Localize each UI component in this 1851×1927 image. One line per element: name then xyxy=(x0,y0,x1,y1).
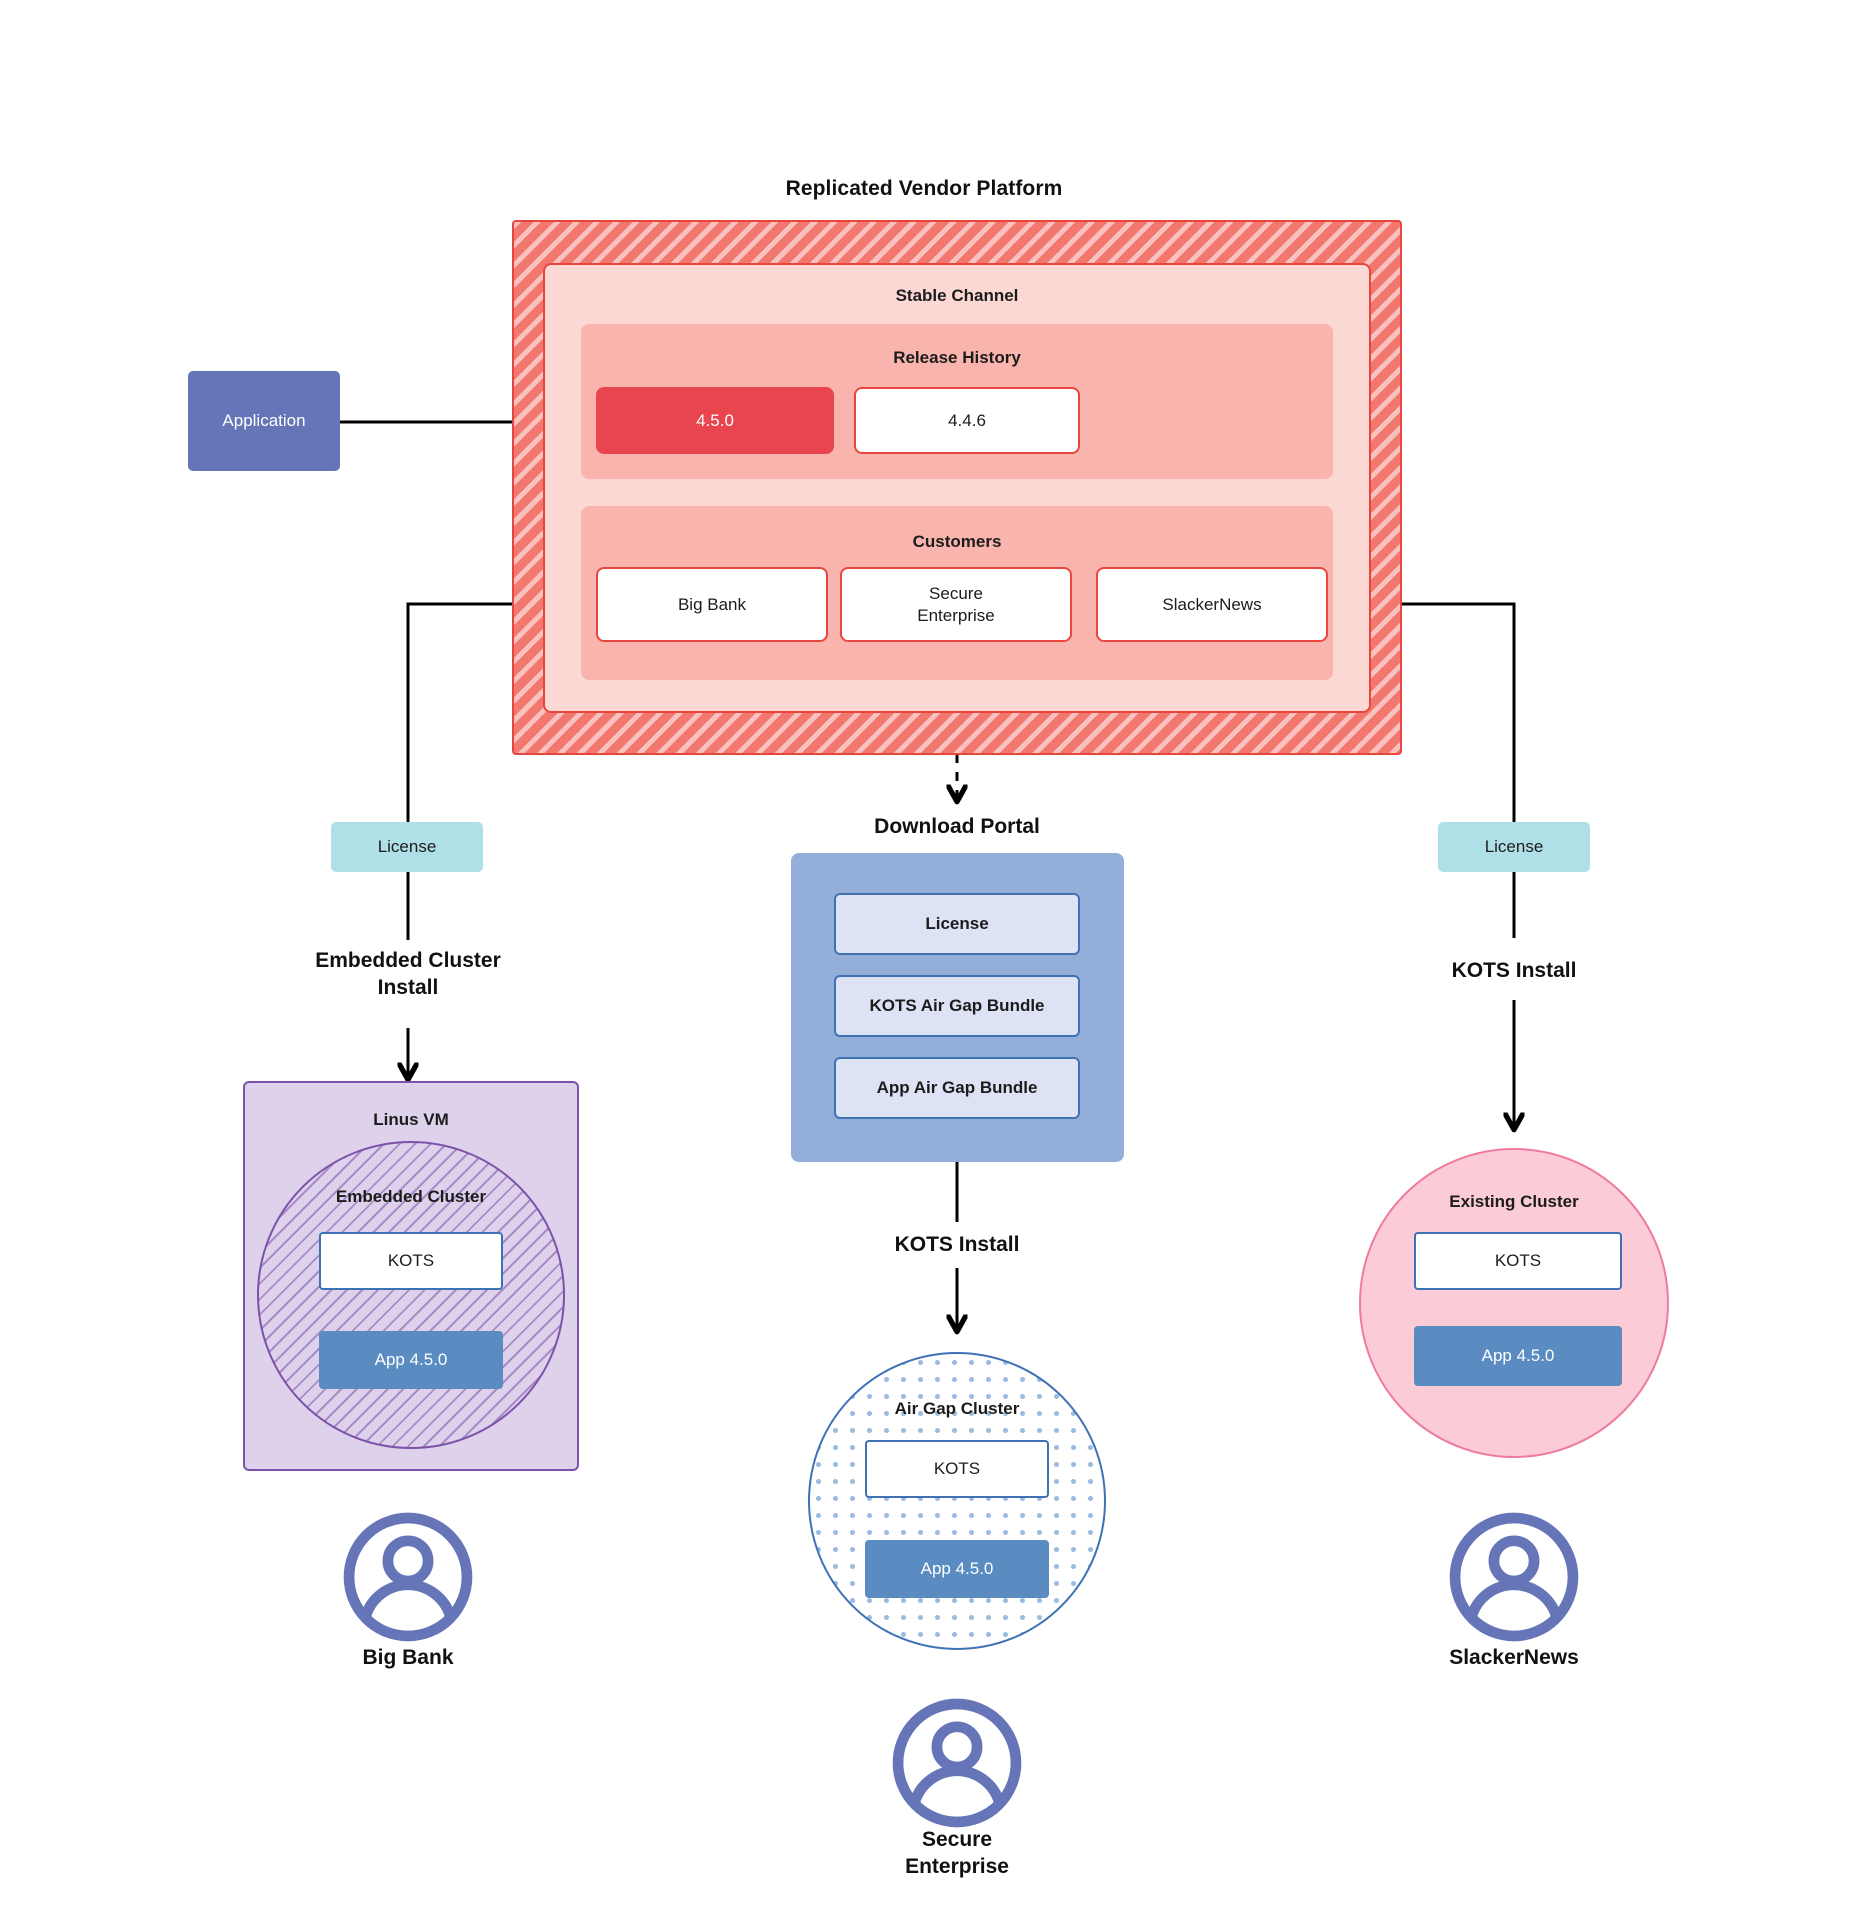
persona-avatar-secure-enterprise xyxy=(890,1696,1024,1830)
customer-card-big-bank[interactable]: Big Bank xyxy=(596,567,828,642)
user-avatar-icon xyxy=(343,1512,473,1642)
portal-item-label: KOTS Air Gap Bundle xyxy=(869,996,1045,1016)
app-version-label: App 4.5.0 xyxy=(374,1350,448,1370)
existing-cluster-label: Existing Cluster xyxy=(1449,1192,1579,1212)
kots-box-center[interactable]: KOTS xyxy=(865,1440,1049,1498)
download-portal-title: Download Portal xyxy=(874,814,1040,838)
portal-item-label: License xyxy=(925,914,989,934)
air-gap-cluster-circle xyxy=(808,1352,1106,1650)
application-node[interactable]: Application xyxy=(188,371,340,471)
app-version-label: App 4.5.0 xyxy=(920,1559,994,1579)
customer-card-secure-enterprise[interactable]: Secure Enterprise xyxy=(840,567,1072,642)
release-history-label: Release History xyxy=(893,348,1021,368)
persona-label-secure-enterprise: Secure Enterprise xyxy=(905,1828,1009,1879)
customer-name: Big Bank xyxy=(677,594,747,614)
embedded-cluster-circle xyxy=(257,1141,565,1449)
app-version-box-left[interactable]: App 4.5.0 xyxy=(319,1331,503,1389)
page-title: Replicated Vendor Platform xyxy=(785,176,1063,200)
release-version: 4.5.0 xyxy=(696,410,734,430)
app-version-label: App 4.5.0 xyxy=(1481,1346,1555,1366)
persona-label-big-bank: Big Bank xyxy=(362,1646,454,1670)
license-label: License xyxy=(377,837,437,857)
portal-item-kots-air-gap-bundle[interactable]: KOTS Air Gap Bundle xyxy=(834,975,1080,1037)
application-label: Application xyxy=(222,411,306,431)
embedded-cluster-label: Embedded Cluster xyxy=(335,1187,487,1207)
kots-box-left[interactable]: KOTS xyxy=(319,1232,503,1290)
customer-name: Secure Enterprise xyxy=(917,584,995,625)
user-avatar-icon xyxy=(892,1698,1022,1828)
stable-channel-label: Stable Channel xyxy=(895,286,1019,306)
kots-box-right[interactable]: KOTS xyxy=(1414,1232,1622,1290)
app-version-box-right[interactable]: App 4.5.0 xyxy=(1414,1326,1622,1386)
persona-avatar-slackernews xyxy=(1447,1510,1581,1644)
portal-item-license[interactable]: License xyxy=(834,893,1080,955)
existing-cluster-circle xyxy=(1359,1148,1669,1458)
air-gap-cluster-label: Air Gap Cluster xyxy=(894,1399,1020,1419)
customer-name: SlackerNews xyxy=(1162,594,1262,614)
kots-label: KOTS xyxy=(933,1459,981,1479)
portal-item-label: App Air Gap Bundle xyxy=(876,1078,1038,1098)
license-label: License xyxy=(1484,837,1544,857)
kots-install-label-right: KOTS Install xyxy=(1451,958,1577,982)
kots-label: KOTS xyxy=(387,1251,435,1271)
release-card-previous[interactable]: 4.4.6 xyxy=(854,387,1080,454)
user-avatar-icon xyxy=(1449,1512,1579,1642)
license-chip-left[interactable]: License xyxy=(331,822,483,872)
linux-vm-label: Linus VM xyxy=(373,1110,449,1130)
license-chip-right[interactable]: License xyxy=(1438,822,1590,872)
release-card-current[interactable]: 4.5.0 xyxy=(596,387,834,454)
portal-item-app-air-gap-bundle[interactable]: App Air Gap Bundle xyxy=(834,1057,1080,1119)
embedded-cluster-install-label: Embedded Cluster Install xyxy=(315,949,501,999)
persona-label-slackernews: SlackerNews xyxy=(1449,1646,1579,1670)
release-version: 4.4.6 xyxy=(948,410,986,430)
customers-label: Customers xyxy=(912,532,1002,552)
kots-label: KOTS xyxy=(1494,1251,1542,1271)
customer-card-slackernews[interactable]: SlackerNews xyxy=(1096,567,1328,642)
app-version-box-center[interactable]: App 4.5.0 xyxy=(865,1540,1049,1598)
kots-install-label-center: KOTS Install xyxy=(894,1232,1020,1256)
persona-avatar-big-bank xyxy=(341,1510,475,1644)
